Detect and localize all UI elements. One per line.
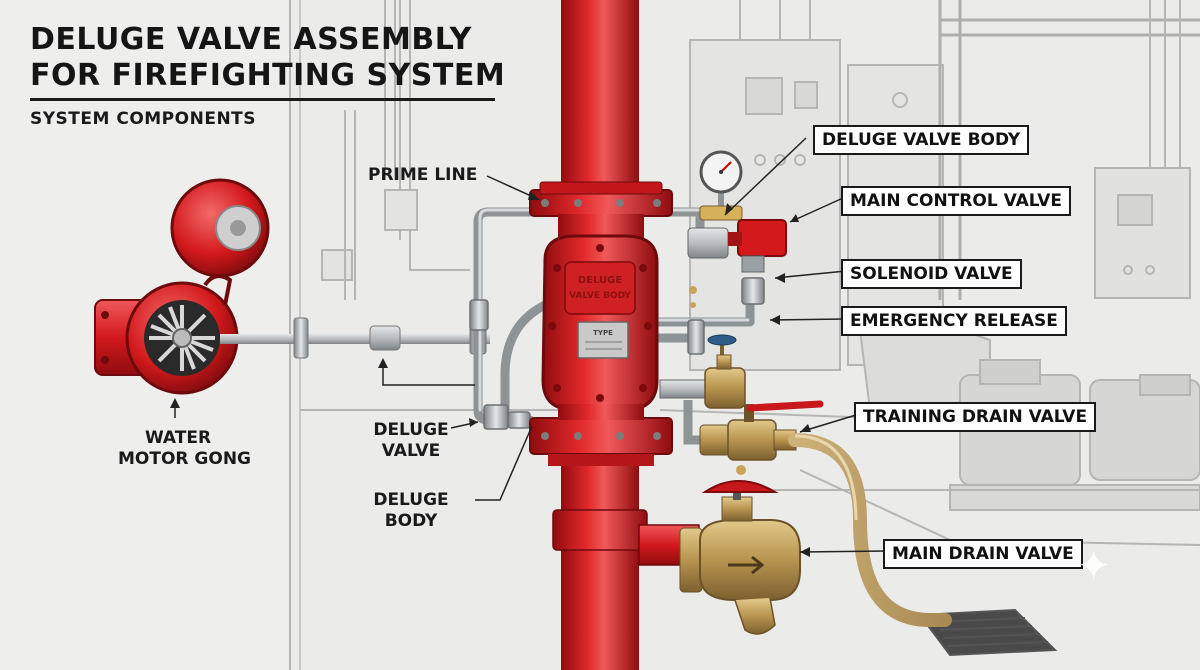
title-divider [30, 98, 495, 101]
label-deluge-valve-line1: DELUGE [373, 420, 449, 440]
floor-drain [918, 608, 1058, 657]
label-main-control-valve: MAIN CONTROL VALVE [841, 186, 1072, 216]
riser-pipe [529, 0, 700, 670]
label-deluge-valve: DELUGE VALVE [368, 420, 454, 462]
bell-icon [170, 178, 270, 278]
title-line-2: FOR FIREFIGHTING SYSTEM [30, 58, 506, 93]
trim-fittings [469, 277, 765, 430]
leader-main-control [789, 197, 844, 223]
label-main-drain-valve: MAIN DRAIN VALVE [883, 539, 1083, 569]
label-deluge-valve-line2: VALVE [381, 441, 441, 461]
valve-nameplate [577, 321, 629, 359]
deluge-valve-body-graphic: DELUGE VALVE BODY TYPE [541, 214, 659, 420]
label-solenoid-valve: SOLENOID VALVE [841, 259, 1022, 289]
label-emergency-release: EMERGENCY RELEASE [841, 306, 1067, 336]
water-motor-gong [94, 178, 490, 395]
valve-body-text-1: DELUGE [578, 275, 622, 286]
valve-plate-text: TYPE [593, 329, 613, 337]
valve-body-text-2: VALVE BODY [569, 291, 631, 301]
main-drain-valve-graphic [679, 480, 801, 635]
leader-deluge-body [724, 137, 807, 216]
label-deluge-body-line2: BODY [384, 511, 438, 531]
leader-gong-line [382, 362, 475, 386]
training-drain-valve-graphic [683, 400, 824, 475]
label-deluge-valve-body: DELUGE VALVE BODY [813, 125, 1030, 155]
leader-deluge-body-lower [475, 425, 533, 501]
title-block: DELUGE VALVE ASSEMBLY FOR FIREFIGHTING S… [30, 22, 506, 129]
title-line-1: DELUGE VALVE ASSEMBLY [30, 22, 472, 57]
leader-solenoid [774, 270, 847, 279]
label-training-drain-valve: TRAINING DRAIN VALVE [854, 402, 1097, 432]
subtitle: SYSTEM COMPONENTS [30, 109, 257, 129]
solenoid-assembly [687, 219, 787, 308]
label-water-motor-gong: WATER MOTOR GONG [118, 428, 252, 470]
gauge-icon [699, 150, 743, 221]
leader-main-drain [799, 550, 887, 553]
trim-drain-valve [659, 354, 746, 409]
label-deluge-body-line1: DELUGE [373, 490, 449, 510]
leader-emergency [769, 318, 847, 321]
label-deluge-body: DELUGE BODY [368, 490, 454, 532]
sparkle-icon: ✦ [1076, 542, 1112, 589]
label-prime-line: PRIME LINE [368, 165, 478, 185]
arrowheads [170, 191, 811, 557]
label-water-motor-gong-line2: MOTOR GONG [118, 449, 252, 469]
label-water-motor-gong-line1: WATER [144, 428, 212, 448]
